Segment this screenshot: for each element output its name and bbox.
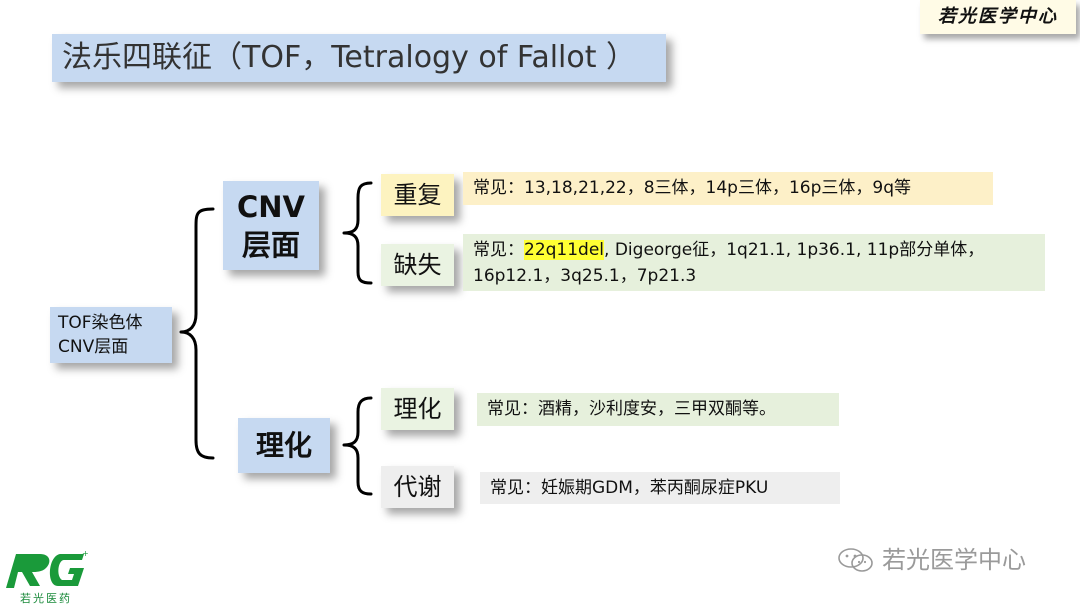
deletion-detail-line2: 16p12.1，3q25.1，7p21.3 bbox=[473, 266, 697, 286]
watermark-text: 若光医学中心 bbox=[882, 546, 1026, 574]
cnv-brace bbox=[342, 181, 373, 285]
root-node-line2: CNV层面 bbox=[58, 337, 129, 357]
physicochemical-detail: 常见：酒精，沙利度安，三甲双酮等。 bbox=[477, 393, 839, 426]
root-node: TOF染色体 CNV层面 bbox=[50, 307, 172, 363]
metabolic-detail: 常见：妊娠期GDM，苯丙酮尿症PKU bbox=[480, 472, 840, 504]
chem-node: 理化 bbox=[238, 418, 330, 473]
deletion-node: 缺失 bbox=[381, 244, 454, 286]
cnv-node: CNV 层面 bbox=[223, 181, 319, 270]
deletion-detail: 常见：22q11del, Digeorge征，1q21.1, 1p36.1, 1… bbox=[463, 234, 1045, 291]
metabolic-node: 代谢 bbox=[381, 466, 454, 508]
physicochemical-node: 理化 bbox=[381, 388, 454, 430]
svg-text:+: + bbox=[82, 549, 89, 558]
watermark: 若光医学中心 bbox=[836, 540, 1056, 580]
logo-subtitle: 若光医药 bbox=[20, 592, 72, 605]
root-node-line1: TOF染色体 bbox=[58, 313, 143, 333]
duplication-node: 重复 bbox=[381, 174, 454, 216]
chem-brace bbox=[342, 396, 373, 496]
deletion-detail-rest: , Digeorge征，1q21.1, 1p36.1, 11p部分单体， bbox=[604, 240, 985, 260]
wechat-icon bbox=[838, 548, 873, 572]
root-brace bbox=[179, 207, 215, 460]
rg-logo-icon: + bbox=[6, 549, 89, 588]
deletion-detail-line1: 常见：22q11del, Digeorge征，1q21.1, 1p36.1, 1… bbox=[473, 237, 1035, 263]
deletion-detail-prefix: 常见： bbox=[473, 240, 524, 260]
page-title: 法乐四联征（TOF，Tetralogy of Fallot ） bbox=[52, 34, 666, 82]
cnv-node-line1: CNV bbox=[237, 190, 305, 224]
duplication-detail: 常见：13,18,21,22，8三体，14p三体，16p三体，9q等 bbox=[463, 172, 993, 205]
deletion-highlight: 22q11del bbox=[524, 240, 605, 260]
cnv-node-line2: 层面 bbox=[241, 228, 300, 262]
header-badge: 若光医学中心 bbox=[920, 0, 1076, 34]
brand-logo: + 若光医药 bbox=[2, 548, 92, 606]
